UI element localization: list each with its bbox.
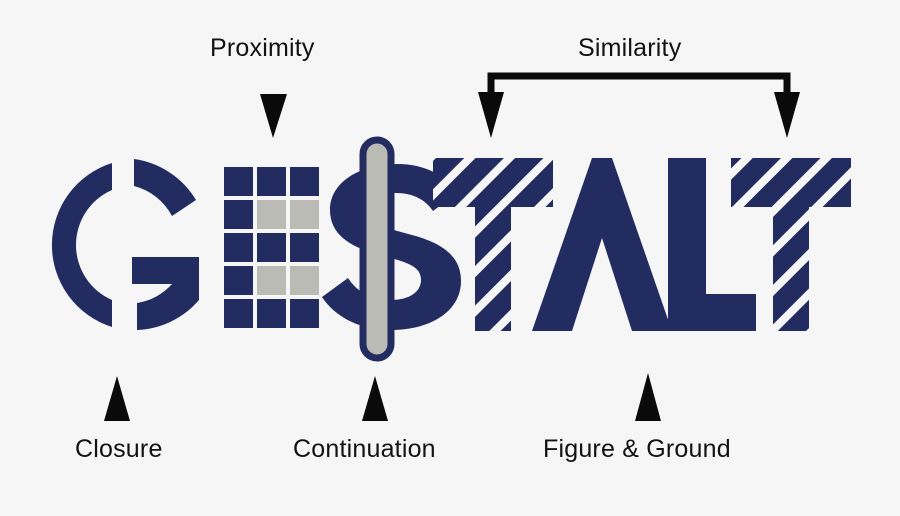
letter-g-closure — [51, 159, 199, 330]
label-similarity: Similarity — [578, 34, 682, 62]
label-continuation: Continuation — [293, 435, 436, 463]
letter-e-tile — [224, 167, 253, 196]
similarity-right-arrowhead-icon — [774, 92, 800, 138]
letter-e-tile — [224, 200, 253, 229]
letter-e-tile — [224, 233, 253, 262]
letter-e-tile — [257, 299, 286, 328]
continuation-up-arrow-icon — [362, 376, 388, 421]
letter-e-tile-accent — [257, 266, 286, 295]
letter-a-figure-ground — [532, 158, 672, 331]
letter-e-tile — [224, 299, 253, 328]
similarity-left-arrowhead-icon — [478, 92, 504, 138]
letter-e-tile-accent — [290, 266, 319, 295]
letter-e-tile-accent — [290, 200, 319, 229]
letter-g-left-arc — [51, 163, 112, 327]
letter-e-tile — [224, 266, 253, 295]
letter-e-tile — [290, 233, 319, 262]
similarity-bracket-icon — [478, 72, 800, 138]
letter-e-tile-accent — [257, 200, 286, 229]
figure-ground-up-arrow-icon — [635, 373, 661, 421]
similarity-bracket-line — [487, 72, 791, 102]
closure-up-arrow-icon — [104, 376, 130, 421]
letter-e-proximity — [224, 167, 319, 328]
letter-e-tile — [290, 167, 319, 196]
label-figure-and-ground: Figure & Ground — [543, 435, 731, 463]
letter-l-figure-ground — [668, 158, 756, 331]
letter-s-continuation — [322, 136, 461, 362]
proximity-down-arrow-icon — [260, 94, 287, 138]
label-closure: Closure — [75, 435, 163, 463]
continuation-bar — [359, 136, 395, 362]
label-proximity: Proximity — [210, 34, 315, 62]
letter-g-lower-bowl — [132, 257, 199, 330]
letter-g-upper-wedge — [134, 159, 196, 216]
letter-e-tile — [257, 233, 286, 262]
letter-e-tile — [257, 167, 286, 196]
letter-e-tile — [290, 299, 319, 328]
